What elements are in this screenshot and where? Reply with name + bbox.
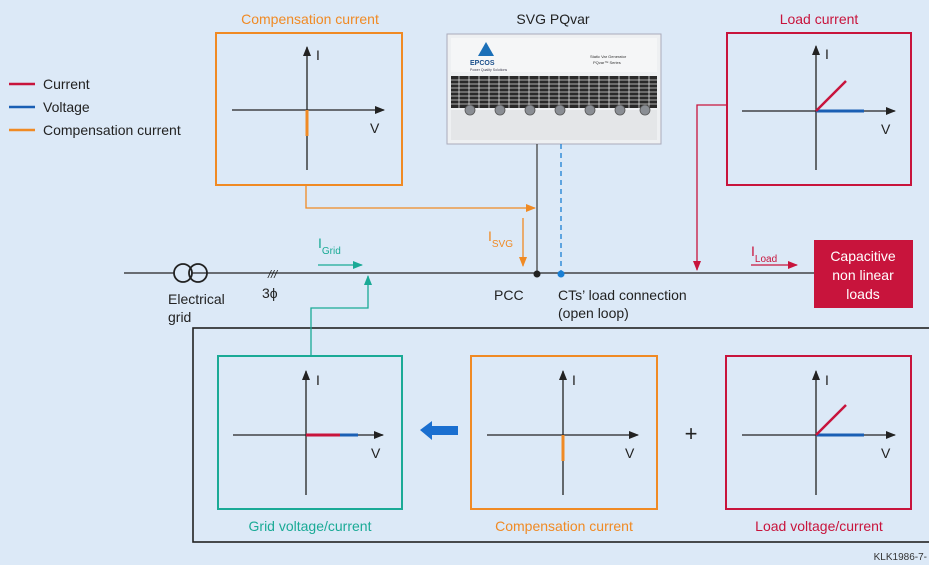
phase-label: 3ϕ [262, 285, 278, 301]
figure-code: KLK1986-7- [874, 552, 927, 563]
legend-compensation-label: Compensation current [43, 122, 181, 138]
top-compensation-panel: Compensation current I V [215, 11, 403, 186]
phase-marks: /// [267, 269, 278, 281]
cts-label-1: CTs’ load connection [558, 287, 687, 303]
svg-device-title: SVG PQvar [516, 11, 589, 27]
main-line: Electrical grid /// 3ϕ IGrid ISVG ILoad … [124, 104, 913, 325]
device-series: PQvar™ Series [593, 60, 621, 65]
device-product: Static Var Generator [590, 54, 627, 59]
device-brand: EPCOS [470, 60, 495, 67]
pcc-label: PCC [494, 287, 524, 303]
device-fans [464, 104, 651, 116]
top-load-title: Load current [780, 11, 859, 27]
result-arrow-icon [420, 421, 458, 440]
compensation-feed-line [305, 185, 536, 212]
i-svg-label: ISVG [488, 228, 513, 250]
transformer-coil-left [173, 263, 193, 283]
bottom-compensation-box [470, 355, 658, 510]
top-load-i-label: I [825, 46, 829, 62]
top-load-v-label: V [881, 121, 891, 137]
legend: Current Voltage Compensation current [9, 76, 181, 138]
electrical-grid-label-1: Electrical [168, 291, 225, 307]
svg-pqvar-device: SVG PQvar EPCOS Power Quality Solutions … [446, 11, 662, 145]
device-grille-lower [451, 110, 657, 140]
bottom-load-box [725, 355, 912, 510]
bottom-compensation-title: Compensation current [495, 518, 633, 534]
loads-label-3: loads [846, 286, 879, 302]
grid-title: Grid voltage/current [249, 518, 372, 534]
bottom-load-current-vector [815, 404, 847, 436]
transformer-coil-right [188, 263, 208, 283]
bottom-section: I V Grid voltage/current I V Compensatio… [192, 275, 929, 543]
top-compensation-v-label: V [370, 120, 380, 136]
top-load-panel: Load current I V [726, 11, 912, 186]
grid-feedback-line [310, 275, 372, 356]
pcc-node [533, 270, 541, 278]
electrical-grid-label-2: grid [168, 309, 191, 325]
bottom-compensation-v-label: V [625, 445, 635, 461]
bottom-load-title: Load voltage/current [755, 518, 883, 534]
top-load-box [726, 32, 912, 186]
grid-box [217, 355, 403, 510]
bottom-load-v-label: V [881, 445, 891, 461]
loads-label-1: Capacitive [830, 248, 896, 264]
plus-sign: + [685, 421, 698, 446]
legend-voltage-label: Voltage [43, 99, 90, 115]
bottom-frame [192, 327, 929, 543]
capacitive-loads-block [814, 240, 913, 308]
grid-v-label: V [371, 445, 381, 461]
bottom-compensation-i-label: I [572, 372, 576, 388]
i-grid-label: IGrid [318, 235, 341, 257]
grid-i-label: I [316, 372, 320, 388]
legend-current-label: Current [43, 76, 90, 92]
cts-label-2: (open loop) [558, 305, 629, 321]
loads-label-2: non linear [832, 267, 894, 283]
device-brand-sub: Power Quality Solutions [470, 68, 507, 72]
top-compensation-box [215, 32, 403, 186]
ct-node [557, 270, 565, 278]
top-compensation-i-label: I [316, 47, 320, 63]
bottom-load-i-label: I [825, 372, 829, 388]
i-load-label: ILoad [751, 243, 777, 265]
load-sense-line [693, 104, 727, 271]
epcos-logo-icon [478, 42, 494, 56]
device-grille-pattern [451, 76, 657, 108]
top-load-current-vector [815, 80, 847, 112]
top-compensation-title: Compensation current [241, 11, 379, 27]
